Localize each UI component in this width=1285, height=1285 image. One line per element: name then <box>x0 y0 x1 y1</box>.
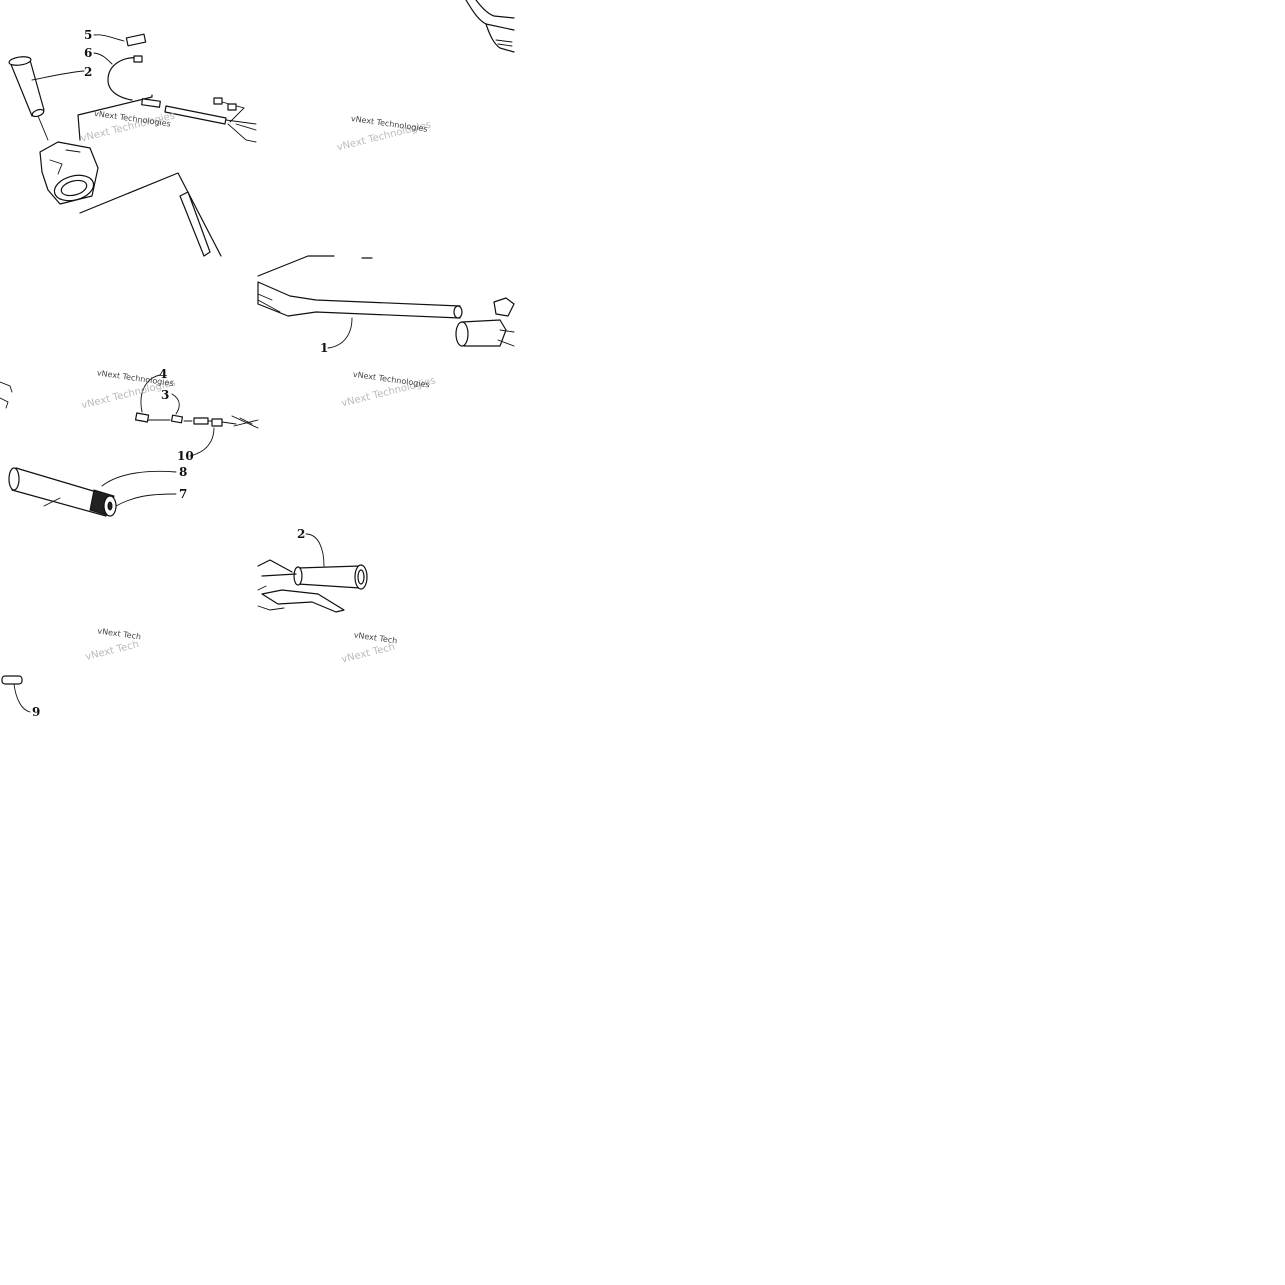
splice-drawing <box>170 414 184 424</box>
svg-text:vNext Tech: vNext Tech <box>353 630 398 645</box>
callout-10: 10 <box>177 449 194 463</box>
callout-6: 6 <box>84 46 92 60</box>
watermark: vNext Tech vNext Tech <box>340 630 398 665</box>
watermark: vNext Tech vNext Tech <box>84 626 141 663</box>
wire-harness-drawing <box>164 105 227 125</box>
connector-drawing <box>141 98 161 108</box>
watermark: vNext Technologies vNext Technologies <box>340 370 436 410</box>
tile-grip-heater: 4 3 10 8 7 vNext Technologies vNext Tech… <box>0 367 259 517</box>
grip-holder-drawing <box>455 297 515 347</box>
switch-cover-drawing <box>125 33 147 47</box>
tile-throttle-assembly: 5 6 2 vNext Technologies vNext Technolog… <box>8 28 257 257</box>
callout-5: 5 <box>84 28 92 42</box>
terminal-drawing <box>134 412 150 423</box>
callout-7: 7 <box>179 487 187 501</box>
tile-bottom-left: vNext Tech vNext Tech 9 <box>1 626 142 719</box>
heater-element-wire <box>107 57 141 101</box>
callout-4: 4 <box>159 367 167 381</box>
tile-grip-bottom: 2 vNext Tech vNext Tech <box>257 527 398 666</box>
callout-1: 1 <box>320 341 328 355</box>
handlebar-bend-drawing <box>465 0 515 31</box>
svg-text:vNext Tech: vNext Tech <box>84 639 140 663</box>
watermark: vNext Technologies vNext Technologies <box>336 114 432 153</box>
tile-handlebar: 1 vNext Technologies vNext Technologies <box>257 255 515 410</box>
heated-grip-drawing <box>8 467 117 517</box>
brake-lever-drawing <box>257 559 345 613</box>
svg-text:vNext Tech: vNext Tech <box>340 642 396 666</box>
handlebar-drawing <box>257 281 463 319</box>
hand-grip-drawing <box>8 56 49 141</box>
svg-text:vNext Tech: vNext Tech <box>97 626 142 641</box>
shrink-tube-drawing <box>211 418 223 427</box>
tile-bar-end-top: vNext Technologies vNext Technologies <box>336 0 515 153</box>
callout-9: 9 <box>32 705 40 719</box>
grip-drawing <box>293 564 368 590</box>
throttle-housing-drawing <box>39 141 99 205</box>
callout-frame <box>77 94 153 141</box>
callout-3: 3 <box>161 388 169 402</box>
callout-2-top: 2 <box>84 65 92 79</box>
callout-8: 8 <box>179 465 187 479</box>
callout-2-bottom: 2 <box>297 527 305 541</box>
callout-frame-lower <box>79 172 222 257</box>
watermark: vNext Technologies vNext Technologies <box>80 109 176 145</box>
cap-drawing <box>1 675 23 685</box>
